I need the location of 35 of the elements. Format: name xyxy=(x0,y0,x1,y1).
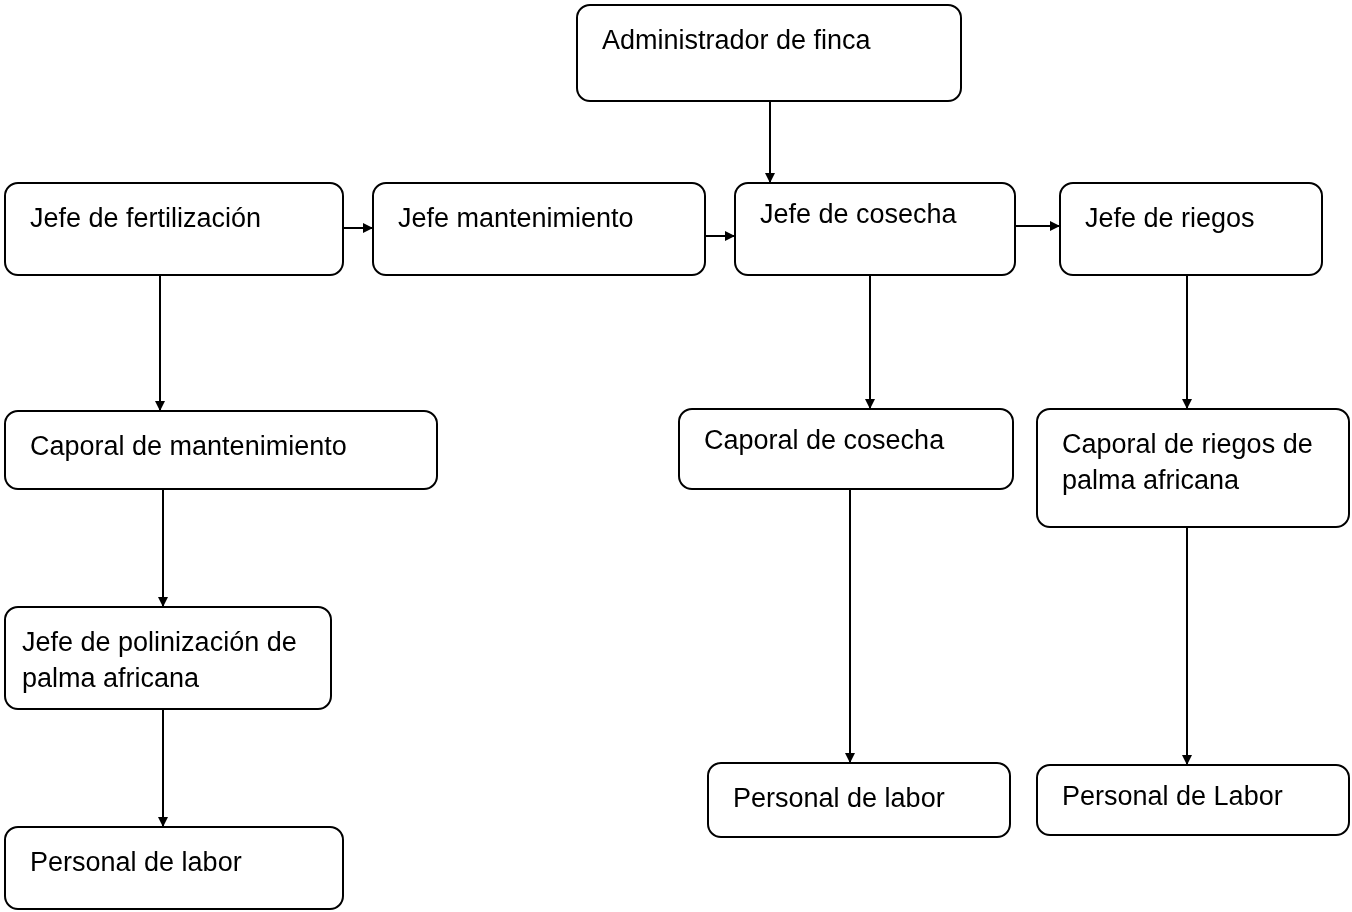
box-label: Jefe de cosecha xyxy=(760,198,958,231)
process-box xyxy=(4,410,438,490)
box-label: Personal de labor xyxy=(733,782,946,815)
process-box xyxy=(707,762,1011,838)
box-label: Personal de labor xyxy=(30,846,243,879)
arrow xyxy=(158,709,168,827)
process-box xyxy=(1059,182,1323,276)
process-box xyxy=(4,606,332,710)
box-label: Jefe mantenimiento xyxy=(398,202,635,235)
arrow xyxy=(1015,221,1060,231)
arrow xyxy=(155,275,165,411)
arrow xyxy=(343,223,373,233)
box-label: Personal de Labor xyxy=(1062,780,1284,813)
process-box xyxy=(1036,408,1350,528)
box-label: Administrador de finca xyxy=(602,24,872,57)
process-box xyxy=(372,182,706,276)
arrow xyxy=(765,101,775,183)
box-label: Caporal de cosecha xyxy=(704,424,946,457)
arrow xyxy=(705,231,735,241)
process-box xyxy=(4,826,344,910)
box-label: Jefe de polinización de palma africana xyxy=(22,626,298,695)
box-label: Jefe de fertilización xyxy=(30,202,263,235)
arrow xyxy=(1182,275,1192,409)
box-label: Caporal de mantenimiento xyxy=(30,430,348,463)
process-box xyxy=(678,408,1014,490)
arrow xyxy=(845,489,855,763)
process-box xyxy=(734,182,1016,276)
box-label: Caporal de riegos de palma africana xyxy=(1062,428,1314,497)
box-label: Jefe de riegos xyxy=(1085,202,1256,235)
arrow xyxy=(1182,527,1192,765)
process-box xyxy=(1036,764,1350,836)
arrow xyxy=(158,489,168,607)
process-box xyxy=(4,182,344,276)
arrow xyxy=(865,275,875,409)
process-box xyxy=(576,4,962,102)
